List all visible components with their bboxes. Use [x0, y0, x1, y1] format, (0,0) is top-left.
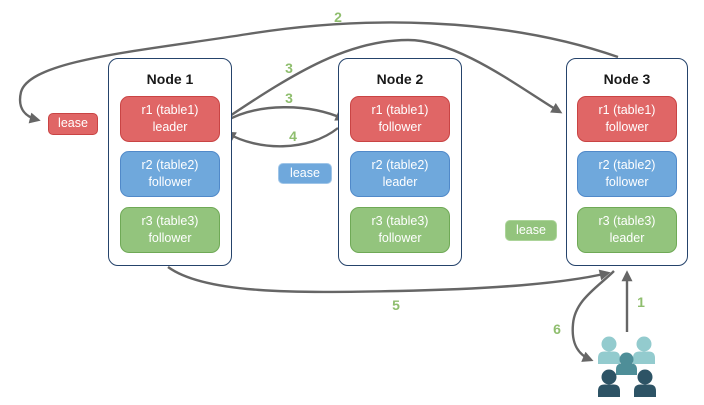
node-1-replica-r2: r2 (table2) follower [120, 151, 220, 197]
node-1-replica-r3: r3 (table3) follower [120, 207, 220, 253]
arrow-4 [224, 127, 339, 148]
person-icon [634, 369, 656, 397]
replica-role-label: follower [378, 119, 422, 134]
step-label-1: 1 [637, 294, 645, 310]
node-2-title: Node 2 [376, 71, 424, 87]
person-icon [616, 352, 637, 375]
step-label-4: 4 [289, 128, 297, 144]
node-1-replica-r1: r1 (table1) leader [120, 96, 220, 142]
lease-badge-red: lease [48, 113, 98, 135]
node-3-replica-r3: r3 (table3) leader [577, 207, 677, 253]
person-icon [633, 336, 655, 364]
step-label-2: 2 [334, 9, 342, 25]
step-label-5: 5 [392, 297, 400, 313]
replica-range-label: r2 (table2) [371, 158, 429, 172]
node-3-box: Node 3 r1 (table1) follower r2 (table2) … [566, 58, 688, 266]
step-label-6: 6 [553, 321, 561, 337]
replica-role-label: follower [378, 230, 422, 245]
replica-role-label: leader [609, 230, 645, 245]
replica-range-label: r1 (table1) [371, 103, 429, 117]
step-label-3a: 3 [285, 60, 293, 76]
step-label-3b: 3 [285, 90, 293, 106]
node-1-title: Node 1 [146, 71, 194, 87]
replica-role-label: follower [148, 230, 192, 245]
replica-range-label: r3 (table3) [371, 214, 429, 228]
replica-range-label: r1 (table1) [598, 103, 656, 117]
replica-role-label: follower [605, 119, 649, 134]
replica-range-label: r1 (table1) [141, 103, 199, 117]
replica-role-label: follower [148, 174, 192, 189]
node-1-box: Node 1 r1 (table1) leader r2 (table2) fo… [108, 58, 232, 266]
replica-range-label: r3 (table3) [598, 214, 656, 228]
arrow-6 [571, 270, 615, 362]
arrow-3-to-node2 [225, 106, 347, 123]
replica-range-label: r2 (table2) [141, 158, 199, 172]
lease-badge-green: lease [505, 220, 557, 241]
node-2-box: Node 2 r1 (table1) follower r2 (table2) … [338, 58, 462, 266]
replica-range-label: r3 (table3) [141, 214, 199, 228]
lease-badge-blue: lease [278, 163, 332, 184]
person-icon [598, 336, 620, 364]
replica-range-label: r2 (table2) [598, 158, 656, 172]
node-2-replica-r3: r3 (table3) follower [350, 207, 450, 253]
users-icon [598, 336, 656, 397]
arrow-5 [167, 266, 611, 294]
node-3-replica-r2: r2 (table2) follower [577, 151, 677, 197]
node-2-replica-r1: r1 (table1) follower [350, 96, 450, 142]
replica-role-label: leader [382, 174, 418, 189]
arrow-3-to-node3 [223, 38, 563, 121]
node-3-replica-r1: r1 (table1) follower [577, 96, 677, 142]
arrow-2 [18, 21, 619, 124]
replica-role-label: follower [605, 174, 649, 189]
node-3-title: Node 3 [603, 71, 651, 87]
node-2-replica-r2: r2 (table2) leader [350, 151, 450, 197]
person-icon [598, 369, 620, 397]
replica-role-label: leader [152, 119, 188, 134]
